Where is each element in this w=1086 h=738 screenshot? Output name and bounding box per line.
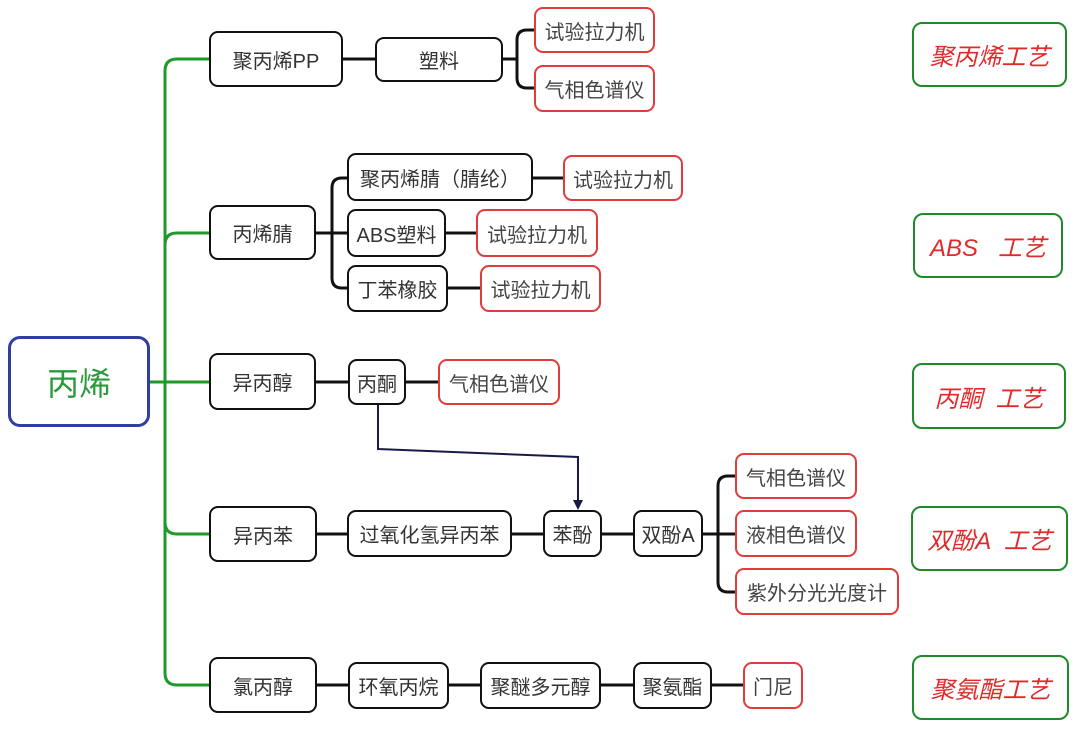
chain-node-polyether-polyol[interactable]: 聚醚多元醇 xyxy=(480,662,601,709)
chain-node-cumene-hydroperoxide[interactable]: 过氧化氢异丙苯 xyxy=(347,510,512,557)
product-node-plastic[interactable]: 塑料 xyxy=(375,37,503,82)
chain-label: 聚氨酯 xyxy=(642,677,703,699)
process-text: 丙酮 工艺 xyxy=(934,385,1044,413)
process-label-polypropylene[interactable]: 聚丙烯工艺 xyxy=(912,22,1067,87)
instrument-node-mooney[interactable]: 门尼 xyxy=(743,662,803,709)
trunk-line xyxy=(163,57,209,687)
instrument-label: 试验拉力机 xyxy=(487,224,587,247)
instrument-node-gas-chromatograph[interactable]: 气相色谱仪 xyxy=(534,65,655,112)
root-node[interactable]: 丙烯 xyxy=(8,336,150,427)
instrument-label: 门尼 xyxy=(753,677,793,699)
chain-label: 双酚A xyxy=(641,525,695,547)
bracket-plastic-instruments xyxy=(503,28,534,90)
chain-label: 聚醚多元醇 xyxy=(490,677,591,699)
bracket-acrylonitrile-products xyxy=(316,176,347,290)
instrument-node-tensile-tester[interactable]: 试验拉力机 xyxy=(480,265,601,312)
instrument-node-tensile-tester[interactable]: 试验拉力机 xyxy=(476,209,598,257)
bracket-bpa-instruments xyxy=(703,474,735,594)
product-label: 丁苯橡胶 xyxy=(357,280,438,302)
chain-label: 过氧化氢异丙苯 xyxy=(359,525,500,547)
branch-node-polypropylene[interactable]: 聚丙烯PP xyxy=(209,31,343,87)
product-label: ABS塑料 xyxy=(356,224,437,247)
branch-line-4 xyxy=(163,521,209,536)
branch-label: 异丙苯 xyxy=(233,525,293,548)
instrument-label: 紫外分光光度计 xyxy=(747,583,887,605)
process-label-acetone[interactable]: 丙酮 工艺 xyxy=(912,363,1066,429)
branch-node-cumene[interactable]: 异丙苯 xyxy=(209,506,317,562)
chain-node-bisphenol-a[interactable]: 双酚A xyxy=(633,510,703,557)
chain-label: 环氧丙烷 xyxy=(358,677,439,699)
instrument-node-tensile-tester[interactable]: 试验拉力机 xyxy=(534,7,655,53)
instrument-node-liquid-chromatograph[interactable]: 液相色谱仪 xyxy=(735,510,857,557)
chain-node-polyurethane[interactable]: 聚氨酯 xyxy=(633,662,712,709)
chain-label: 丙酮 xyxy=(357,373,397,396)
process-text: 聚丙烯工艺 xyxy=(929,44,1050,71)
connector-lines xyxy=(316,28,743,687)
branch-label: 聚丙烯PP xyxy=(232,50,320,73)
instrument-label: 气相色谱仪 xyxy=(449,373,549,396)
process-label-polyurethane[interactable]: 聚氨酯工艺 xyxy=(912,655,1069,720)
arrow-acetone-to-phenol xyxy=(377,405,583,510)
instrument-node-uv-spectrophotometer[interactable]: 紫外分光光度计 xyxy=(735,568,899,615)
chain-node-phenol[interactable]: 苯酚 xyxy=(543,510,602,557)
instrument-node-gas-chromatograph[interactable]: 气相色谱仪 xyxy=(438,359,560,405)
instrument-node-gas-chromatograph[interactable]: 气相色谱仪 xyxy=(735,453,857,499)
branch-node-isopropanol[interactable]: 异丙醇 xyxy=(209,353,316,410)
instrument-label: 气相色谱仪 xyxy=(746,467,846,490)
branch-line-2 xyxy=(163,231,209,246)
branch-lines xyxy=(150,57,209,687)
branch-node-acrylonitrile[interactable]: 丙烯腈 xyxy=(209,205,316,260)
branch-label: 氯丙醇 xyxy=(233,676,293,699)
instrument-node-tensile-tester[interactable]: 试验拉力机 xyxy=(563,155,683,201)
branch-label: 异丙醇 xyxy=(232,373,293,395)
process-text: 双酚A 工艺 xyxy=(927,528,1052,555)
instrument-label: 试验拉力机 xyxy=(490,280,591,302)
process-text: 聚氨酯工艺 xyxy=(930,677,1051,704)
product-label: 塑料 xyxy=(419,51,459,73)
product-node-polyacrylonitrile[interactable]: 聚丙烯腈（腈纶） xyxy=(347,153,533,201)
product-node-abs-plastic[interactable]: ABS塑料 xyxy=(347,209,446,257)
instrument-label: 液相色谱仪 xyxy=(746,525,846,547)
branch-label: 丙烯腈 xyxy=(232,224,293,246)
process-label-bisphenol-a[interactable]: 双酚A 工艺 xyxy=(911,506,1068,571)
product-label: 聚丙烯腈（腈纶） xyxy=(360,168,520,191)
instrument-label: 试验拉力机 xyxy=(544,21,645,44)
process-text: ABS 工艺 xyxy=(929,235,1047,262)
instrument-label: 气相色谱仪 xyxy=(544,80,645,102)
chain-label: 苯酚 xyxy=(552,525,593,547)
chain-node-epoxypropane[interactable]: 环氧丙烷 xyxy=(348,662,449,709)
product-node-sbr-rubber[interactable]: 丁苯橡胶 xyxy=(347,265,448,312)
branch-node-epichlorohydrin[interactable]: 氯丙醇 xyxy=(209,657,317,713)
root-label: 丙烯 xyxy=(46,365,111,402)
chain-node-acetone[interactable]: 丙酮 xyxy=(348,359,406,405)
process-label-abs[interactable]: ABS 工艺 xyxy=(913,213,1063,278)
instrument-label: 试验拉力机 xyxy=(573,169,673,192)
